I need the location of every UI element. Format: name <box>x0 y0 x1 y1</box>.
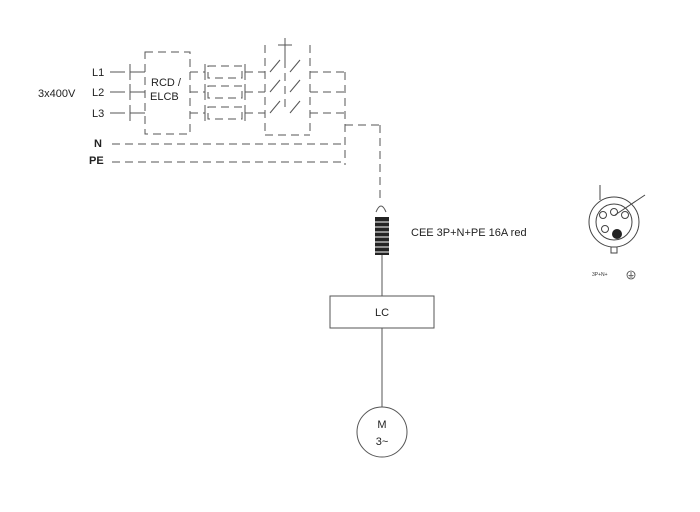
pinout-caption: 3P+N+ <box>592 272 608 278</box>
three-pole-switch <box>264 38 311 136</box>
switch-output-wires <box>310 71 346 165</box>
supply-voltage-label: 3x400V <box>38 88 76 100</box>
motor-label-line1: M <box>377 419 386 431</box>
controller-label: LC <box>375 307 389 319</box>
connector-pinout-icon <box>588 185 646 254</box>
phase-l1-label: L1 <box>92 67 104 79</box>
earth-label: PE <box>89 155 104 167</box>
motor-label-line2: 3~ <box>376 436 389 448</box>
rcd-label-line1: RCD / <box>151 77 182 89</box>
earth-symbol-icon <box>626 270 636 280</box>
rcd-elcb-box <box>144 51 191 135</box>
cee-plug-icon <box>375 217 389 255</box>
connector-label: CEE 3P+N+PE 16A red <box>411 227 527 239</box>
phase-l3-label: L3 <box>92 108 104 120</box>
motor-symbol <box>356 406 408 458</box>
neutral-label: N <box>94 138 102 150</box>
phase-input-wires <box>110 64 145 121</box>
fuse-links <box>190 64 265 121</box>
cable-to-connector <box>345 124 387 213</box>
controller-box <box>329 295 435 329</box>
rcd-label-line2: ELCB <box>150 91 179 103</box>
phase-l2-label: L2 <box>92 87 104 99</box>
